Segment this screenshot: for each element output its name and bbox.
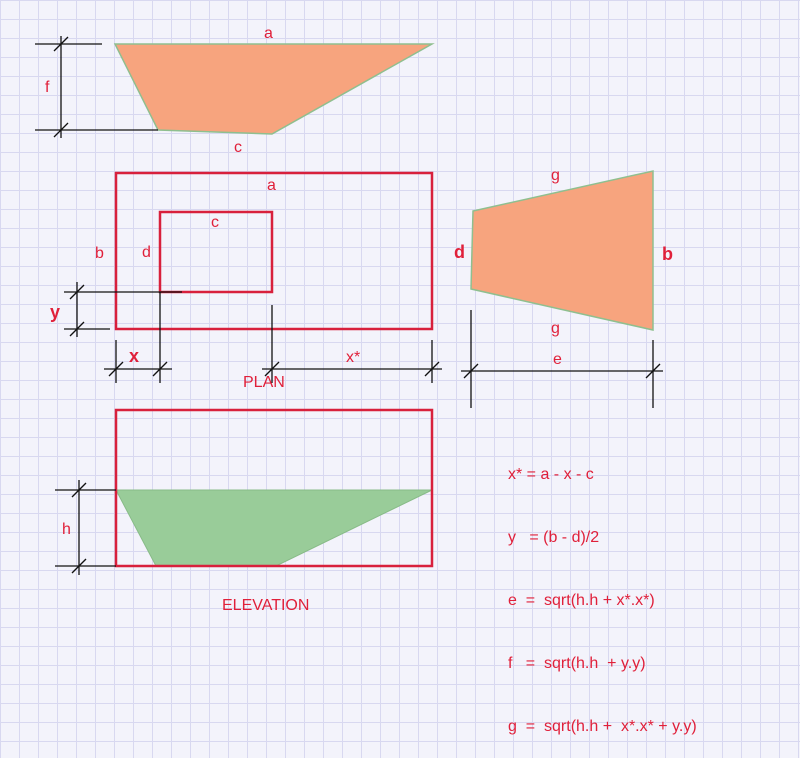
top-face-shape — [113, 43, 435, 135]
plan-y-tick-top — [69, 284, 85, 300]
side-e-label: e — [553, 351, 562, 368]
geometry-diagram: a c f a c b d y x x* — [35, 25, 673, 614]
plan-y-tick-bottom — [69, 321, 85, 337]
plan-group: a c b d y x x* PLAN — [50, 171, 442, 391]
elevation-caption: ELEVATION — [222, 597, 309, 614]
side-face-group: g g d b e — [454, 167, 673, 408]
plan-xstar-label: x* — [346, 349, 360, 366]
side-g-top-label: g — [551, 167, 560, 184]
top-c-label: c — [234, 139, 242, 156]
formula-e: e = sqrt(h.h + x*.x*) — [508, 592, 655, 609]
elev-h-tick-top — [71, 482, 87, 498]
top-f-label: f — [45, 79, 50, 96]
side-e-tick-left — [463, 363, 479, 379]
top-f-tick-bottom — [53, 122, 69, 138]
side-b-label: b — [662, 244, 673, 264]
formula-g: g = sqrt(h.h + x*.x* + y.y) — [508, 718, 697, 735]
side-d-label: d — [454, 242, 465, 262]
plan-xstar-tick-right — [424, 361, 440, 377]
top-f-tick-top — [53, 36, 69, 52]
plan-x-tick-right — [152, 361, 168, 377]
elevation-face-shape — [115, 489, 433, 567]
side-e-tick-right — [645, 363, 661, 379]
elevation-group: h ELEVATION — [55, 408, 434, 614]
elev-h-label: h — [62, 521, 71, 538]
plan-xstar-tick-left — [264, 361, 280, 377]
plan-outer-rect — [114, 171, 434, 331]
plan-d-label: d — [142, 244, 151, 261]
elevation-rect — [114, 408, 434, 568]
top-face-group: a c f — [35, 25, 435, 156]
formula-f: f = sqrt(h.h + y.y) — [508, 655, 646, 672]
top-a-label: a — [264, 25, 273, 42]
plan-caption: PLAN — [243, 374, 285, 391]
plan-b-label: b — [95, 245, 104, 262]
elev-h-tick-bottom — [71, 558, 87, 574]
plan-c-label: c — [211, 214, 219, 231]
side-face-shape — [470, 170, 654, 331]
plan-y-label: y — [50, 302, 60, 322]
plan-inner-rect — [158, 210, 274, 294]
plan-a-label: a — [267, 177, 276, 194]
side-g-bottom-label: g — [551, 320, 560, 337]
formula-xstar: x* = a - x - c — [508, 466, 594, 483]
plan-x-label: x — [129, 346, 139, 366]
formula-y: y = (b - d)/2 — [508, 529, 600, 546]
formula-list: x* = a - x - c y = (b - d)/2 e = sqrt(h.… — [508, 422, 697, 758]
plan-x-tick-left — [108, 361, 124, 377]
